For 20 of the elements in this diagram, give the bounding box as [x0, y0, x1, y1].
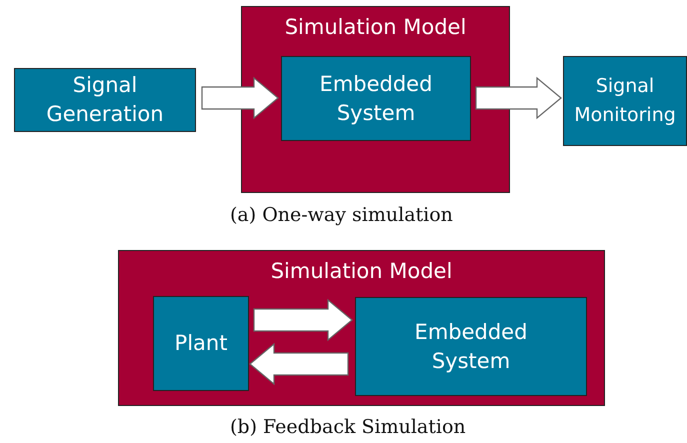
component-box	[355, 297, 587, 396]
model-panel	[241, 6, 510, 193]
box-label: Embedded System	[318, 70, 434, 126]
box-label: Plant	[174, 330, 228, 357]
figure-caption: (b) Feedback Simulation	[230, 416, 466, 438]
panel-heading: Simulation Model	[284, 14, 468, 41]
figure-caption: (a) One-way simulation	[230, 204, 453, 226]
component-box	[14, 68, 196, 132]
block-arrow	[201, 76, 279, 120]
component-box	[153, 296, 249, 391]
model-panel	[118, 250, 605, 406]
block-arrow	[249, 342, 349, 386]
box-label: Signal Generation	[45, 72, 165, 128]
block-arrow	[253, 298, 353, 342]
block-arrow	[475, 76, 562, 120]
component-box	[281, 56, 471, 141]
box-label: Embedded System	[414, 318, 528, 374]
component-box	[563, 56, 687, 146]
panel-heading: Simulation Model	[270, 258, 454, 285]
box-label: Signal Monitoring	[573, 74, 677, 128]
